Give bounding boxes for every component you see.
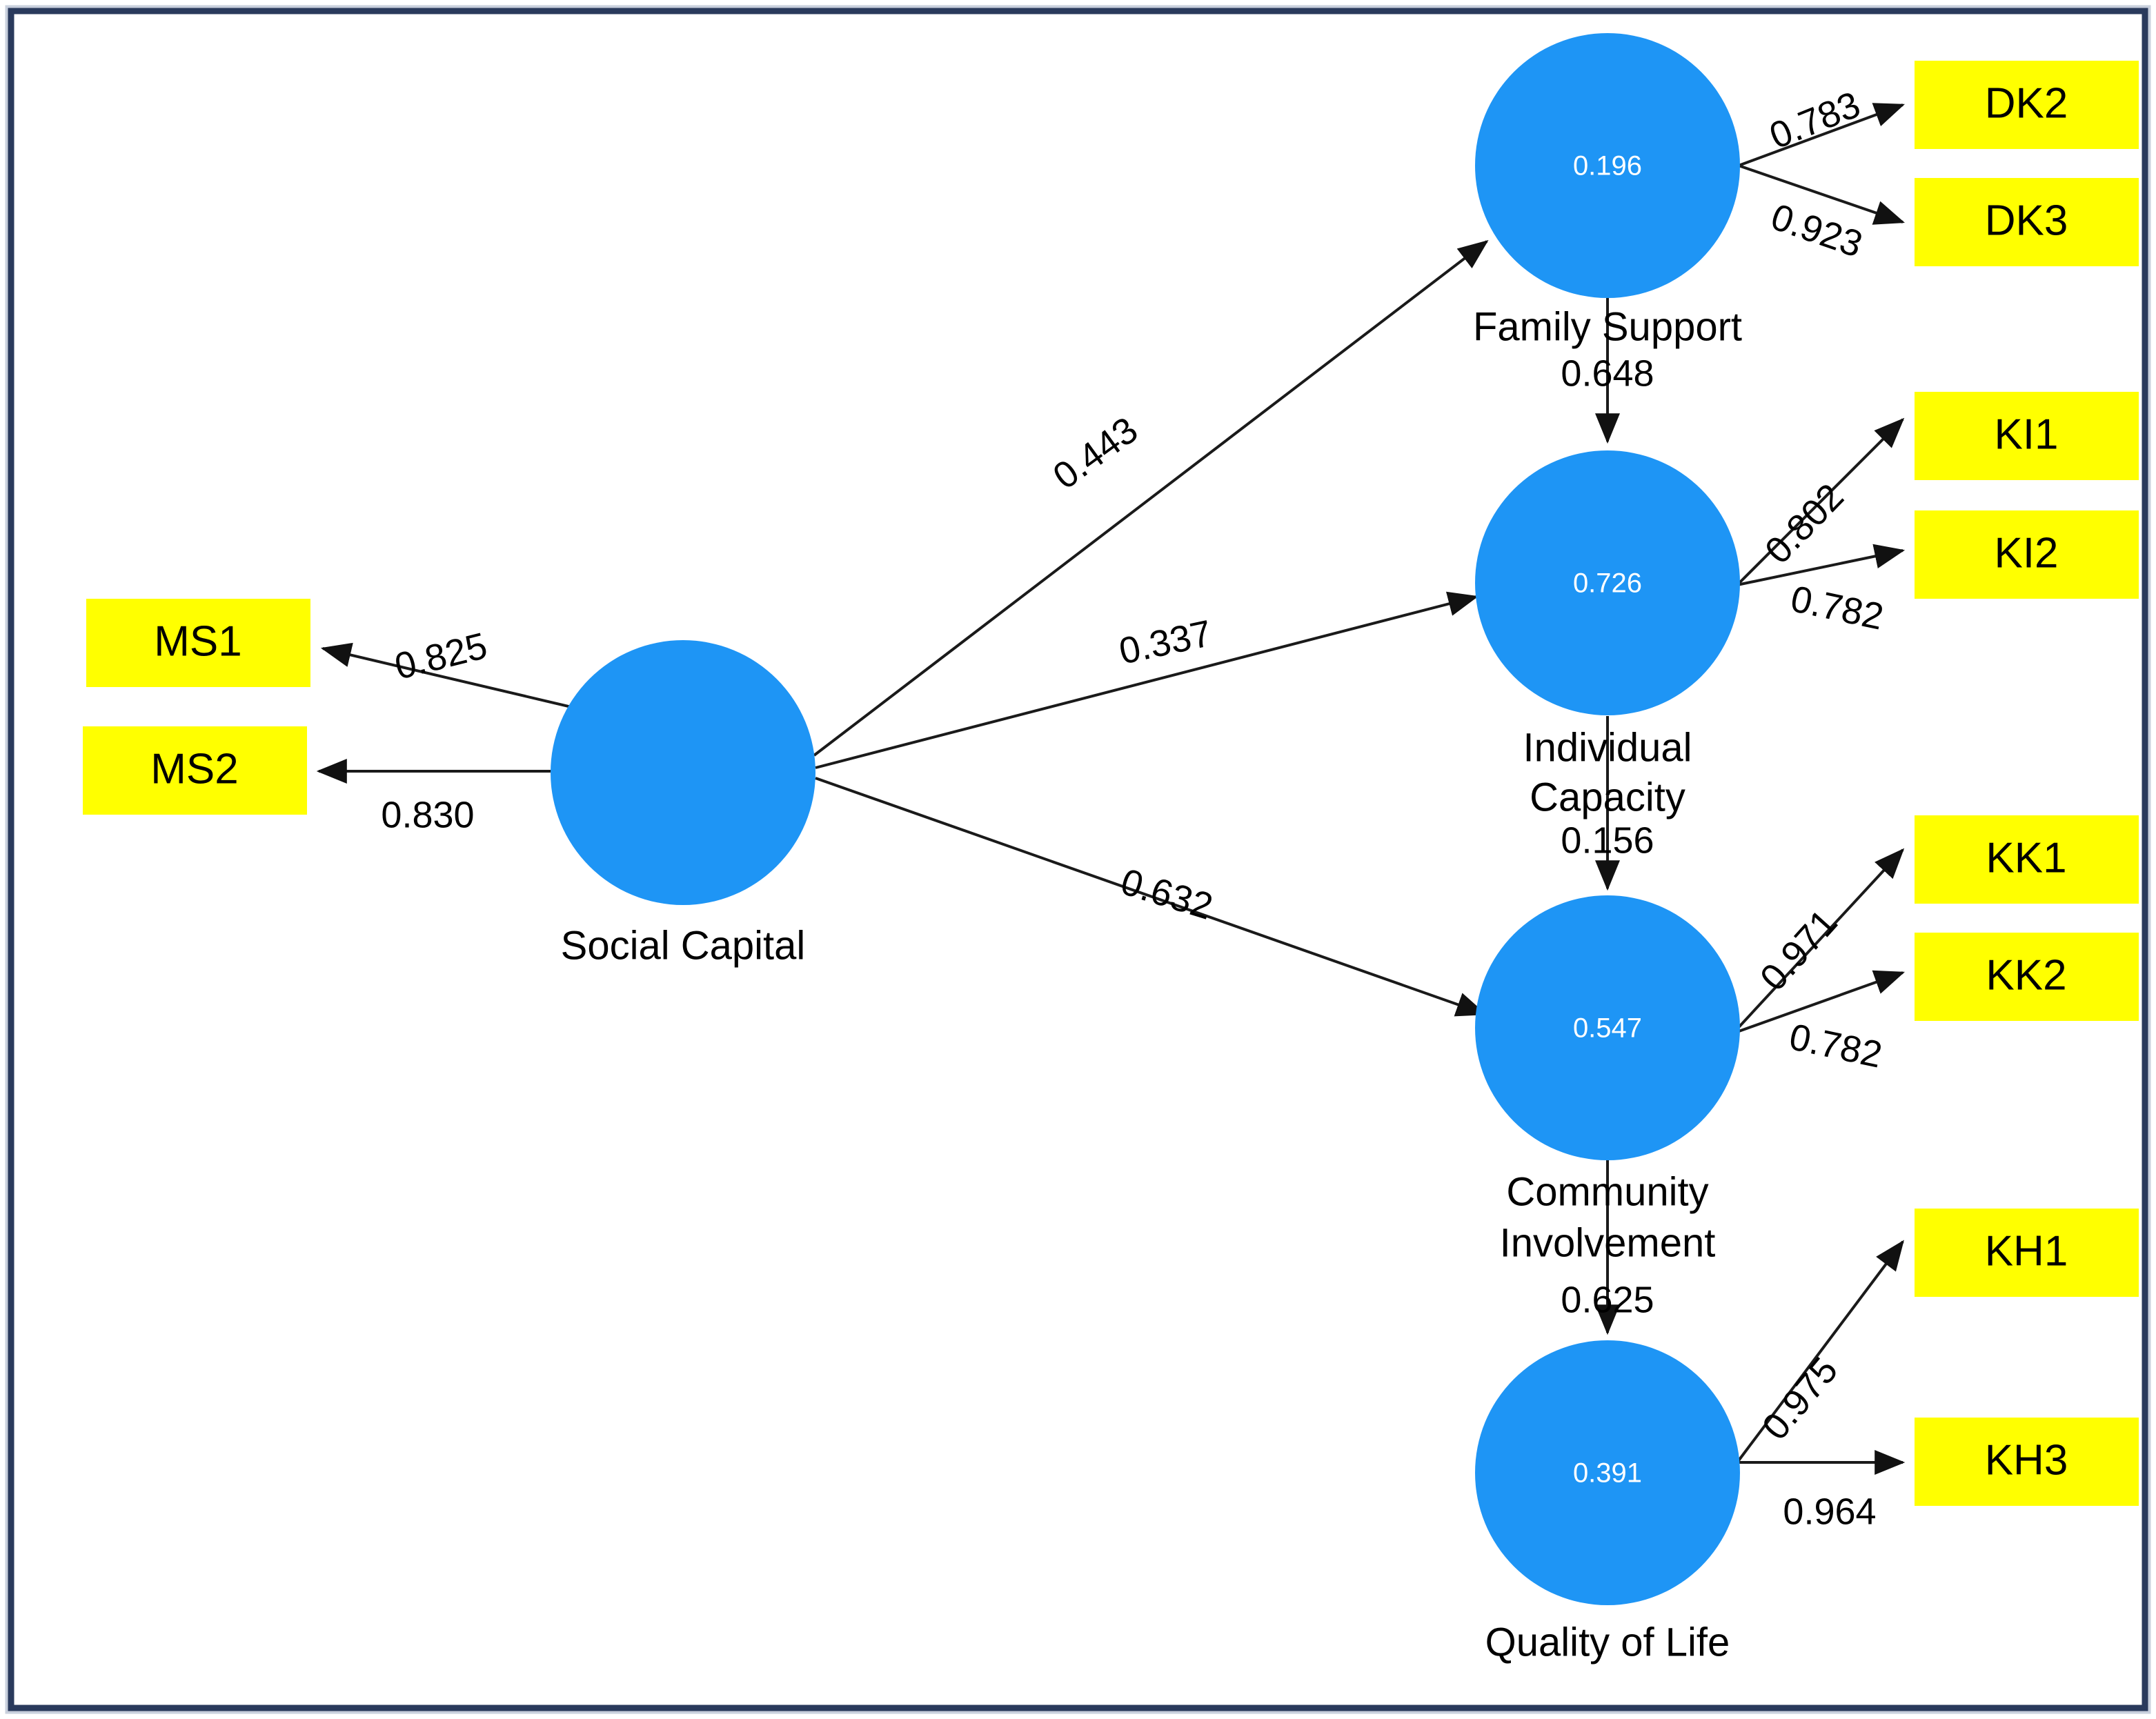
r2-community-involvement: 0.547 (1573, 1013, 1642, 1044)
construct-individual-capacity[interactable]: 0.726 Individual Capacity (1475, 450, 1740, 819)
indicator-label-MS2: MS2 (150, 745, 238, 793)
loading-label-MS2: 0.830 (381, 794, 474, 835)
indicator-box-MS1[interactable] (86, 599, 310, 687)
indicator-MS2[interactable]: MS2 (83, 726, 307, 815)
loading-label-DK3: 0.923 (1766, 196, 1868, 266)
construct-label-family-support: Family Support (1473, 304, 1742, 349)
figure-border-outer (5, 5, 2151, 1714)
loading-label-KI1: 0.802 (1757, 476, 1852, 572)
coefficient-social-capital-individual-capacity: 0.337 (1116, 613, 1216, 673)
structural-paths-group (813, 240, 1620, 1335)
indicator-label-MS1: MS1 (154, 617, 241, 665)
construct-quality-of-life[interactable]: 0.391 Quality of Life (1475, 1340, 1740, 1665)
construct-circle-family-support[interactable] (1475, 33, 1740, 298)
indicator-box-MS2[interactable] (83, 726, 307, 815)
loading-label-KH1: 0.975 (1754, 1350, 1846, 1448)
indicator-KH3[interactable]: KH3 (1915, 1418, 2139, 1506)
construct-social-capital[interactable]: Social Capital (551, 640, 815, 968)
loading-label-KI2: 0.782 (1787, 578, 1887, 638)
r2-family-support: 0.196 (1573, 151, 1642, 181)
indicator-box-KK1[interactable] (1915, 815, 2139, 904)
path-social-capital-to-family-support (813, 240, 1489, 757)
indicator-DK2[interactable]: DK2 (1915, 61, 2139, 149)
loading-quality-of-life-to-KH1 (1736, 1240, 1904, 1464)
indicator-DK3[interactable]: DK3 (1915, 178, 2139, 266)
construct-circle-quality-of-life[interactable] (1475, 1340, 1740, 1605)
figure-border-inner (8, 8, 2148, 1711)
construct-circle-individual-capacity[interactable] (1475, 450, 1740, 715)
path-social-capital-to-community-involvement (815, 777, 1487, 1017)
r2-quality-of-life: 0.391 (1573, 1458, 1642, 1489)
construct-circle-community-involvement[interactable] (1475, 895, 1740, 1160)
indicator-label-DK2: DK2 (1985, 79, 2068, 127)
loading-label-KK2: 0.782 (1786, 1016, 1886, 1076)
construct-label-individual-capacity-line2: Capacity (1530, 775, 1685, 819)
indicator-box-DK3[interactable] (1915, 178, 2139, 266)
indicator-box-KI2[interactable] (1915, 510, 2139, 599)
indicator-KH1[interactable]: KH1 (1915, 1209, 2139, 1297)
r2-individual-capacity: 0.726 (1573, 568, 1642, 599)
loading-label-DK2: 0.783 (1764, 83, 1866, 157)
indicator-label-KI2: KI2 (1994, 529, 2058, 577)
indicator-label-KK1: KK1 (1986, 834, 2066, 882)
indicator-KK2[interactable]: KK2 (1915, 933, 2139, 1021)
loading-label-MS1: 0.825 (390, 625, 491, 688)
loading-family-support-to-DK3 (1738, 164, 1906, 225)
coefficient-community-involvement-quality-of-life: 0.625 (1561, 1279, 1654, 1320)
construct-label-social-capital: Social Capital (561, 923, 806, 968)
constructs-group: Social Capital 0.196 Family Support 0.72… (551, 33, 1742, 1665)
loading-label-KK1: 0.971 (1752, 902, 1846, 999)
construct-label-quality-of-life: Quality of Life (1485, 1620, 1730, 1665)
indicator-KI1[interactable]: KI1 (1915, 392, 2139, 480)
indicator-label-KI1: KI1 (1994, 410, 2058, 458)
construct-family-support[interactable]: 0.196 Family Support (1473, 33, 1742, 349)
path-social-capital-to-individual-capacity (815, 591, 1479, 769)
loading-label-KH3: 0.964 (1783, 1491, 1876, 1532)
indicator-box-KI1[interactable] (1915, 392, 2139, 480)
construct-label-individual-capacity-line1: Individual (1523, 725, 1692, 770)
indicator-box-KK2[interactable] (1915, 933, 2139, 1021)
coefficient-social-capital-community-involvement: 0.632 (1116, 861, 1218, 928)
indicator-label-DK3: DK3 (1985, 197, 2068, 244)
loading-family-support-to-DK2 (1738, 103, 1906, 167)
indicator-box-KH3[interactable] (1915, 1418, 2139, 1506)
loading-community-involvement-to-KK2 (1732, 970, 1906, 1035)
indicator-box-KH1[interactable] (1915, 1209, 2139, 1297)
coefficient-individual-capacity-community-involvement: 0.156 (1561, 819, 1654, 861)
indicator-MS1[interactable]: MS1 (86, 599, 310, 687)
indicator-box-DK2[interactable] (1915, 61, 2139, 149)
construct-circle-social-capital[interactable] (551, 640, 815, 905)
coefficient-family-support-individual-capacity: 0.648 (1561, 352, 1654, 394)
indicator-label-KH1: KH1 (1985, 1227, 2068, 1275)
loading-individual-capacity-to-KI1 (1736, 417, 1905, 586)
indicator-label-KK2: KK2 (1986, 951, 2066, 999)
indicator-label-KH3: KH3 (1985, 1436, 2068, 1484)
indicators-group: MS1 MS2 DK2 DK3 KI1 KI2 (83, 61, 2139, 1506)
indicator-KK1[interactable]: KK1 (1915, 815, 2139, 904)
construct-community-involvement[interactable]: 0.547 Community Involvement (1475, 895, 1740, 1265)
construct-label-community-involvement-line2: Involvement (1500, 1220, 1716, 1265)
coefficient-social-capital-family-support: 0.443 (1046, 409, 1146, 497)
construct-label-community-involvement-line1: Community (1506, 1169, 1708, 1214)
indicator-KI2[interactable]: KI2 (1915, 510, 2139, 599)
loading-community-involvement-to-KK1 (1732, 848, 1905, 1035)
loading-individual-capacity-to-KI2 (1737, 544, 1906, 586)
